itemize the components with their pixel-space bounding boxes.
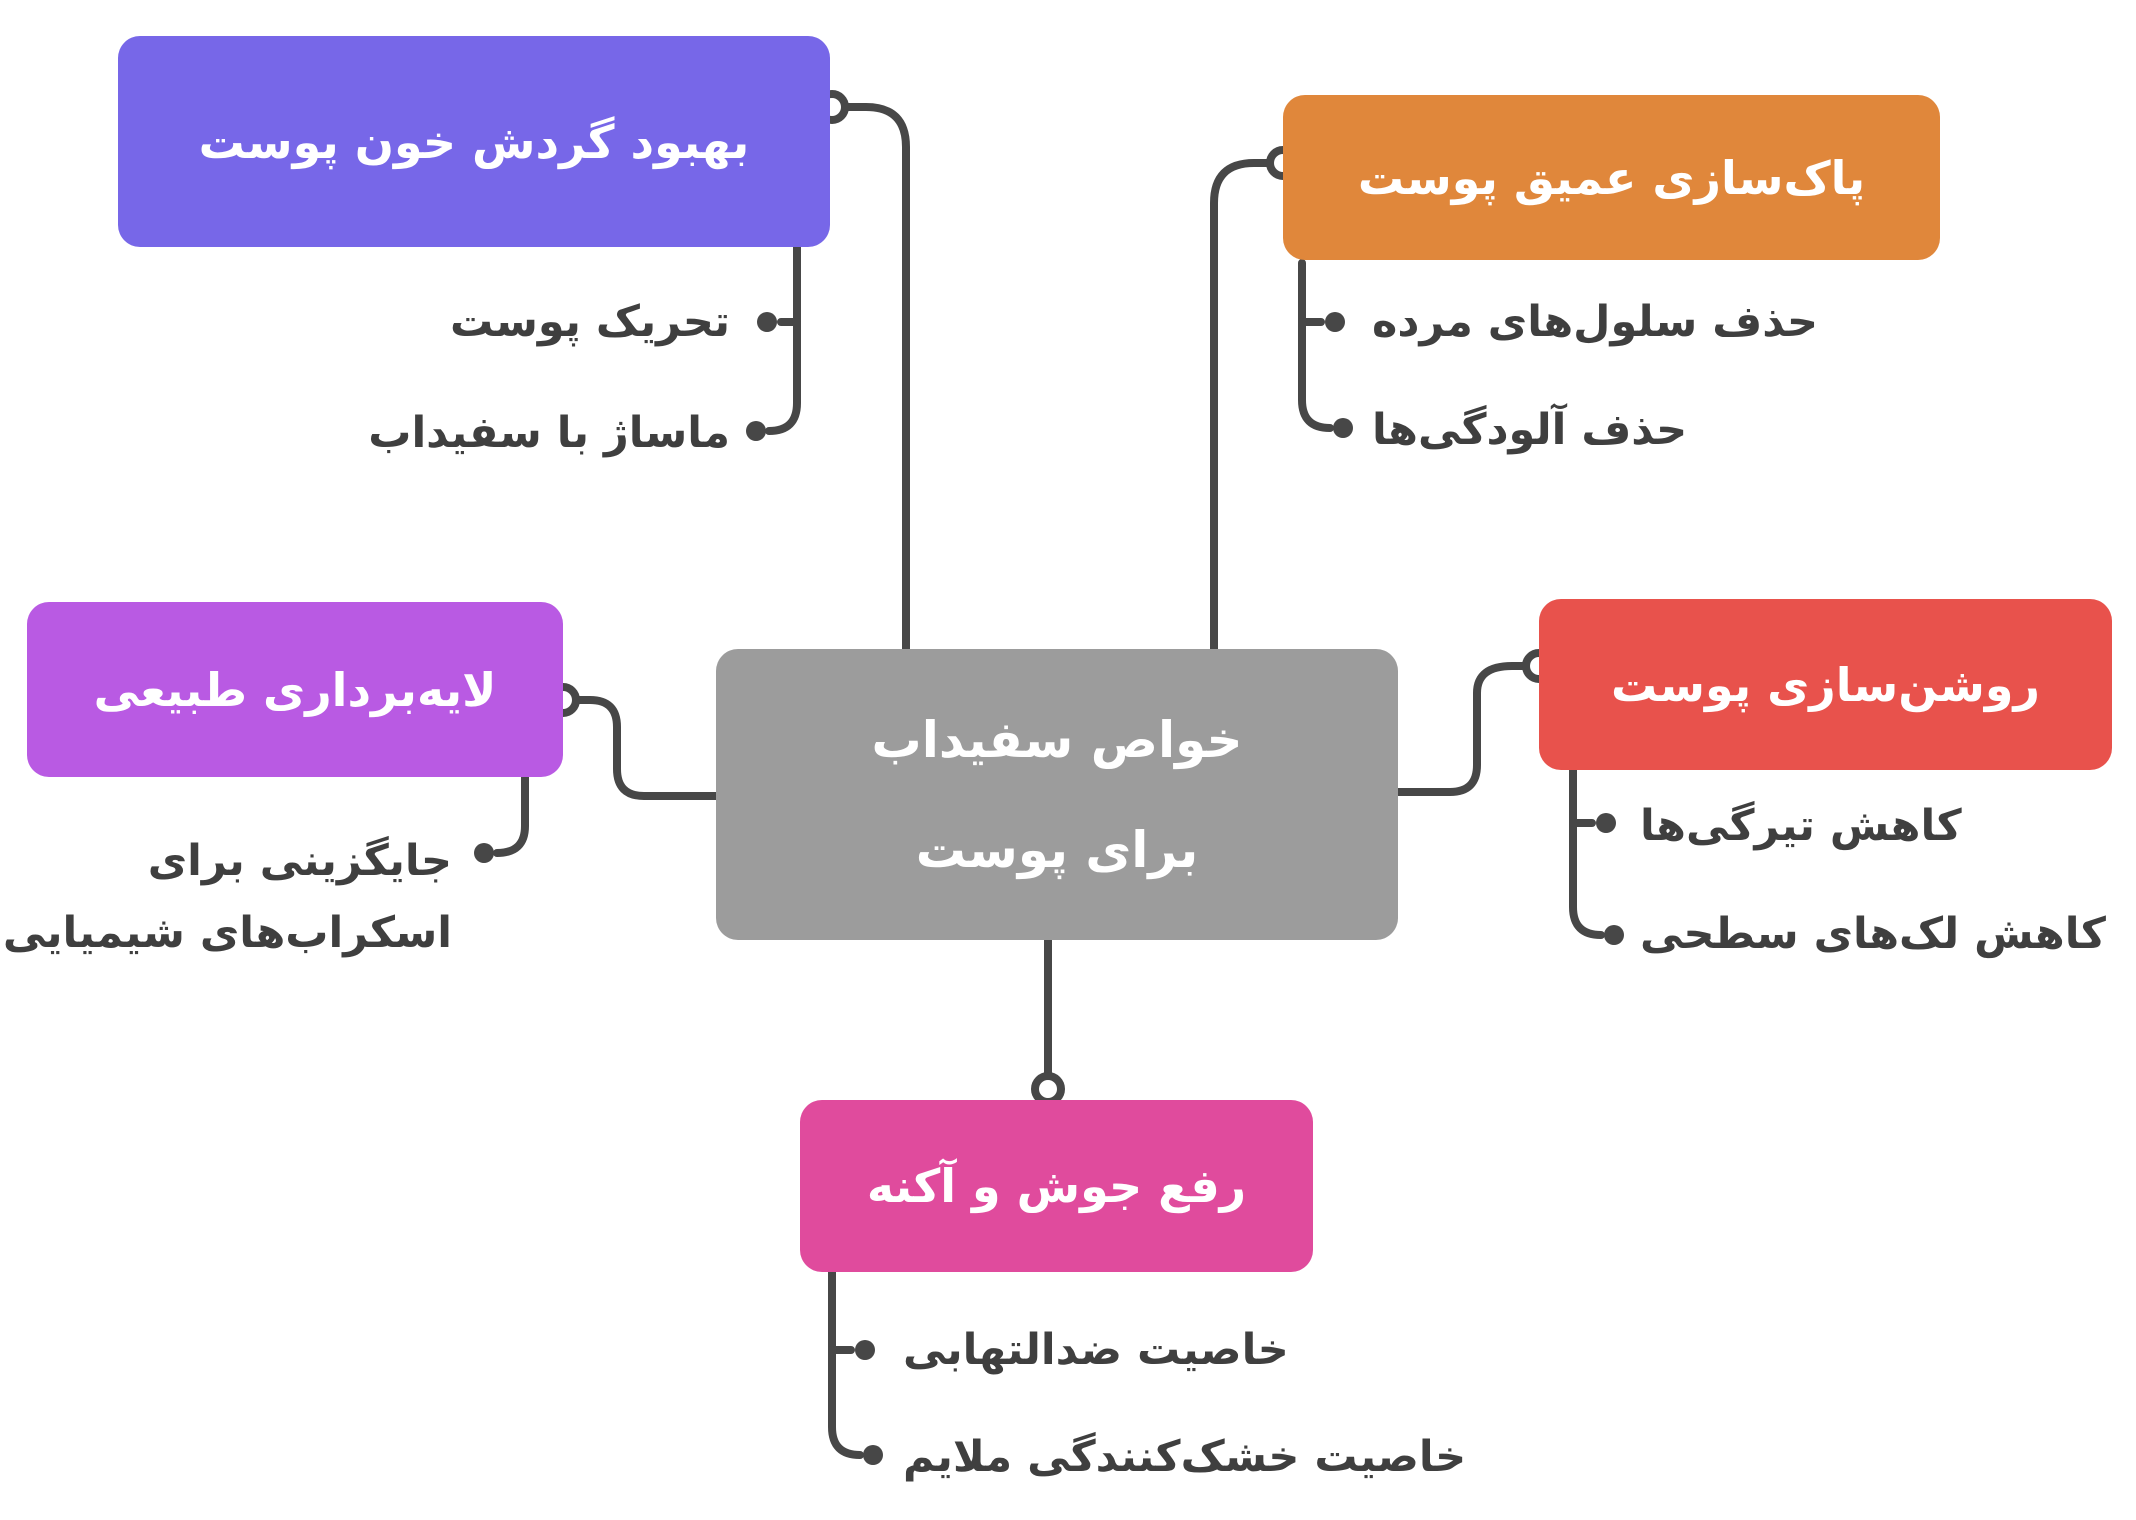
child-dot-dead-cells — [1325, 312, 1345, 332]
child-connector-scrub-alternative — [493, 773, 529, 857]
child-label-darkness-reduction: کاهش تیرگی‌ها — [1640, 801, 1962, 851]
branch-node-deep-cleansing: پاک‌سازی عمیق پوست — [1283, 95, 1940, 260]
child-dot-impurities — [1333, 418, 1353, 438]
child-connector-impurities — [1298, 318, 1334, 432]
branch-connector-natural-exfoliation — [573, 696, 720, 800]
central-node-line2: برای پوست — [915, 820, 1199, 879]
branch-connector-skin-brightening — [1394, 662, 1529, 796]
child-connector-skin-stimulation — [777, 243, 801, 326]
child-connector-anti-inflammatory — [828, 1268, 855, 1354]
child-label-anti-inflammatory: خاصیت ضدالتهابی — [903, 1325, 1289, 1375]
child-label-mild-drying: خاصیت خشک‌کنندگی ملایم — [903, 1432, 1467, 1482]
child-dot-massage — [746, 421, 766, 441]
child-dot-anti-inflammatory — [855, 1340, 875, 1360]
child-connector-spots-reduction — [1569, 819, 1605, 939]
branch-node-blood-circulation: بهبود گردش خون پوست — [118, 36, 830, 247]
child-label-scrub-alternative: جایگزینی برای اسکراب‌های شیمیایی — [2, 836, 452, 958]
child-label-dead-cells: حذف سلول‌های مرده — [1372, 297, 1819, 347]
child-connector-massage — [765, 318, 801, 435]
branch-connector-deep-cleansing — [1210, 159, 1273, 653]
branch-connector-blood-circulation — [842, 103, 910, 653]
central-node: خواص سفیداب برای پوست — [716, 649, 1398, 940]
child-label-spots-reduction: کاهش لک‌های سطحی — [1640, 909, 2106, 959]
branch-node-natural-exfoliation: لایه‌برداری طبیعی — [27, 602, 563, 777]
branch-node-skin-brightening: روشن‌سازی پوست — [1539, 599, 2112, 770]
child-dot-spots-reduction — [1604, 925, 1624, 945]
child-dot-skin-stimulation — [757, 312, 777, 332]
child-dot-scrub-alternative — [474, 843, 494, 863]
child-dot-mild-drying — [863, 1445, 883, 1465]
child-connector-dead-cells — [1298, 259, 1325, 326]
branch-node-acne-removal: رفع جوش و آکنه — [800, 1100, 1313, 1272]
child-connector-mild-drying — [828, 1346, 864, 1459]
child-label-skin-stimulation: تحریک پوست — [450, 297, 730, 347]
central-node-line1: خواص سفیداب — [871, 710, 1243, 769]
child-label-impurities: حذف آلودگی‌ها — [1372, 405, 1688, 455]
child-label-massage: ماساژ با سفیداب — [368, 408, 730, 458]
child-connector-darkness-reduction — [1569, 766, 1596, 827]
central-node-label: خواص سفیداب برای پوست — [871, 685, 1242, 905]
child-dot-darkness-reduction — [1596, 813, 1616, 833]
branch-anchor-dot-acne-removal — [1031, 1072, 1065, 1106]
